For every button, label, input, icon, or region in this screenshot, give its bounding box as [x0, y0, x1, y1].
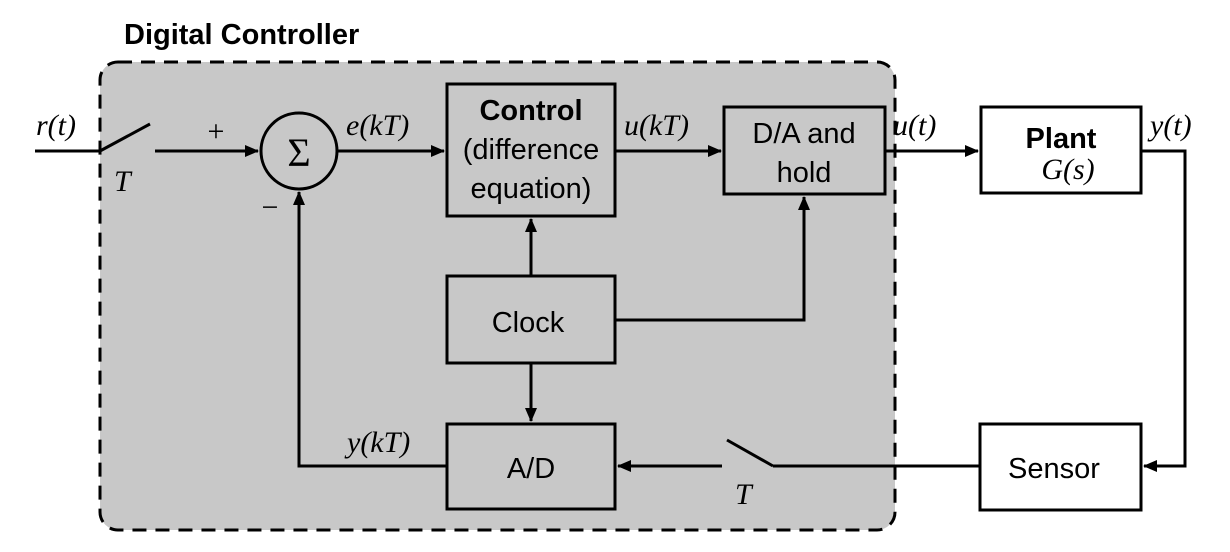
feedback-line	[293, 191, 447, 468]
da-hold-block: D/A and hold	[722, 105, 887, 196]
da-hold-line2: hold	[777, 157, 832, 189]
diagram-title: Digital Controller	[124, 19, 359, 51]
da-hold-line1: D/A and	[752, 118, 855, 150]
feedback-sampler	[617, 438, 980, 472]
signal-yt: y(t)	[1147, 109, 1192, 142]
control-block-line2: (difference	[463, 134, 600, 166]
clock-block: Clock	[445, 274, 617, 365]
plant-block: Plant G(s)	[979, 105, 1143, 195]
plant-title: Plant	[1026, 123, 1097, 155]
output-signal-line	[1141, 149, 1187, 472]
control-block-title: Control	[479, 95, 582, 127]
plant-transfer-function: G(s)	[1041, 153, 1094, 186]
ad-label: A/D	[507, 453, 555, 485]
clock-label: Clock	[492, 307, 565, 339]
signal-ukt: u(kT)	[624, 109, 689, 142]
signal-ut: u(t)	[893, 109, 936, 142]
control-block: Control (difference equation)	[445, 82, 617, 218]
sampling-period-feedback: T	[735, 478, 754, 511]
input-sampler	[35, 122, 259, 157]
plus-sign: +	[208, 115, 225, 148]
signal-e: e(kT)	[346, 109, 409, 142]
sigma-symbol: Σ	[287, 130, 310, 175]
sampling-period-input: T	[114, 165, 133, 198]
ad-block: A/D	[445, 422, 617, 511]
minus-sign: −	[262, 191, 279, 224]
signal-ykt: y(kT)	[344, 426, 410, 459]
signal-r: r(t)	[36, 109, 76, 142]
clock-to-da-line	[615, 196, 810, 322]
sensor-label: Sensor	[1008, 453, 1100, 485]
sensor-block: Sensor	[978, 422, 1143, 512]
control-block-line3: equation)	[471, 173, 592, 205]
